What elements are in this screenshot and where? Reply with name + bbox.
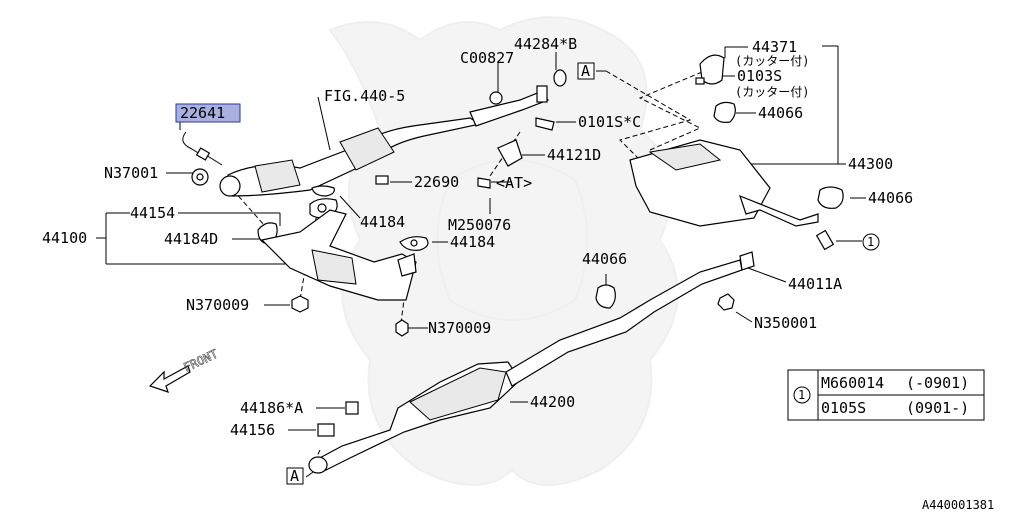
- label-44371-note: (カッター付): [735, 54, 809, 68]
- label-44154: 44154: [130, 204, 175, 222]
- nut-n370009-right: [395, 319, 409, 337]
- ref-box-a-bottom: [286, 467, 304, 485]
- label-44184-upper: 44184: [360, 213, 405, 231]
- circle-marker-1: [862, 233, 880, 251]
- bolt-44186a: [345, 401, 359, 415]
- label-44066-top: 44066: [758, 104, 803, 122]
- label-22690: 22690: [414, 173, 459, 191]
- label-circle-1: 1: [867, 235, 874, 249]
- gasket-44284b: [553, 69, 567, 87]
- label-n37001: N37001: [104, 164, 158, 182]
- label-n350001: N350001: [754, 314, 817, 332]
- label-front: FRONT: [181, 347, 220, 375]
- ref-box-a-top: [577, 62, 595, 80]
- label-n370009-left: N370009: [186, 296, 249, 314]
- highlight-22641: [175, 103, 241, 123]
- front-pipe-44154: [260, 209, 417, 301]
- label-44184d: 44184D: [164, 230, 218, 248]
- ref-table-row1-range: (-0901): [906, 374, 969, 392]
- clamp-c00827: [489, 91, 503, 105]
- label-0101sc: 0101S*C: [578, 113, 641, 131]
- bolt-ref-1: [815, 229, 835, 251]
- gasket-44184-upper: [309, 185, 338, 219]
- label-fig-440-5: FIG.440-5: [324, 87, 405, 105]
- gasket-44184-lower: [399, 236, 429, 251]
- label-44156: 44156: [230, 421, 275, 439]
- gasket-n37001: [191, 168, 209, 186]
- label-at: <AT>: [496, 174, 532, 192]
- ref-table-row1-part: M660014: [821, 374, 884, 392]
- hanger-44066-b: [817, 186, 844, 209]
- ref-table: [787, 369, 985, 421]
- label-0103s-note: (カッター付): [735, 85, 809, 99]
- label-44200: 44200: [530, 393, 575, 411]
- label-44186a: 44186*A: [240, 399, 303, 417]
- label-44066-right: 44066: [868, 189, 913, 207]
- label-44121d: 44121D: [547, 146, 601, 164]
- label-44011a: 44011A: [788, 275, 842, 293]
- front-arrow: [148, 365, 191, 393]
- label-44100: 44100: [42, 229, 87, 247]
- label-44066-center: 44066: [582, 250, 627, 268]
- bracket-44011a: [739, 251, 755, 271]
- label-44300: 44300: [848, 155, 893, 173]
- ref-table-row2-range: (0901-): [906, 399, 969, 417]
- label-n370009-right: N370009: [428, 319, 491, 337]
- sensor-22690: [375, 175, 389, 185]
- label-m250076: M250076: [448, 216, 511, 234]
- hanger-44066-a: [713, 101, 736, 123]
- label-c00827: C00827: [460, 49, 514, 67]
- label-ref-a-top: A: [581, 62, 590, 80]
- oxygen-sensor-22641: [182, 131, 211, 161]
- label-44371: 44371: [752, 38, 797, 56]
- label-44284b: 44284*B: [514, 35, 577, 53]
- hanger-44066-c: [595, 284, 616, 309]
- front-pipe-upper: [219, 85, 550, 197]
- nut-n370009-left: [291, 295, 309, 313]
- nut-n350001: [717, 293, 735, 311]
- diagram-id: A440001381: [922, 498, 994, 512]
- muffler-44300: [629, 54, 819, 227]
- ref-table-row2-part: 0105S: [821, 399, 866, 417]
- leader-lines: [96, 45, 866, 478]
- spring-44156: [317, 423, 335, 437]
- bracket-44121d: [477, 117, 555, 189]
- label-22641: 22641: [180, 104, 225, 122]
- ref-table-marker: 1: [798, 388, 805, 402]
- label-0103s: 0103S: [737, 67, 782, 85]
- label-ref-a-bottom: A: [290, 467, 299, 485]
- label-44184-lower: 44184: [450, 233, 495, 251]
